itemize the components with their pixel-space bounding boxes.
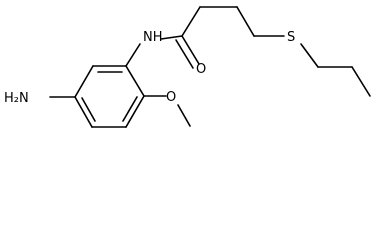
atom-label-nh: NH (143, 30, 163, 45)
ring-bond-c2-c3 (125, 65, 145, 97)
bond-chain-3 (236, 6, 255, 37)
ring-bond-c5-c6 (74, 96, 93, 128)
bond-chain-1 (181, 6, 201, 37)
bond-carbonyl-o (181, 35, 200, 65)
ring-double-bond-c3-c4 (122, 96, 138, 122)
bond-methoxy-o-ch3 (177, 104, 191, 127)
atom-label-nh2: H₂N (4, 91, 29, 106)
ring-double-bond-c5-c6 (81, 97, 96, 122)
bond-ring-nh (125, 43, 141, 67)
atom-label-s: S (287, 30, 295, 45)
molecule-structure: NH O S H₂N O (4, 6, 371, 128)
bond-s-propyl-3 (351, 66, 371, 97)
bond-s-propyl-1 (300, 43, 319, 68)
ring-bond-c3-c4 (125, 95, 145, 128)
bond-carbonyl-o-double (175, 39, 194, 69)
ring-bond-c6-c1 (74, 65, 94, 98)
bond-nh-carbonyl (160, 35, 183, 40)
atom-label-carbonyl-o: O (196, 62, 206, 77)
atom-label-methoxy-o: O (166, 90, 176, 105)
